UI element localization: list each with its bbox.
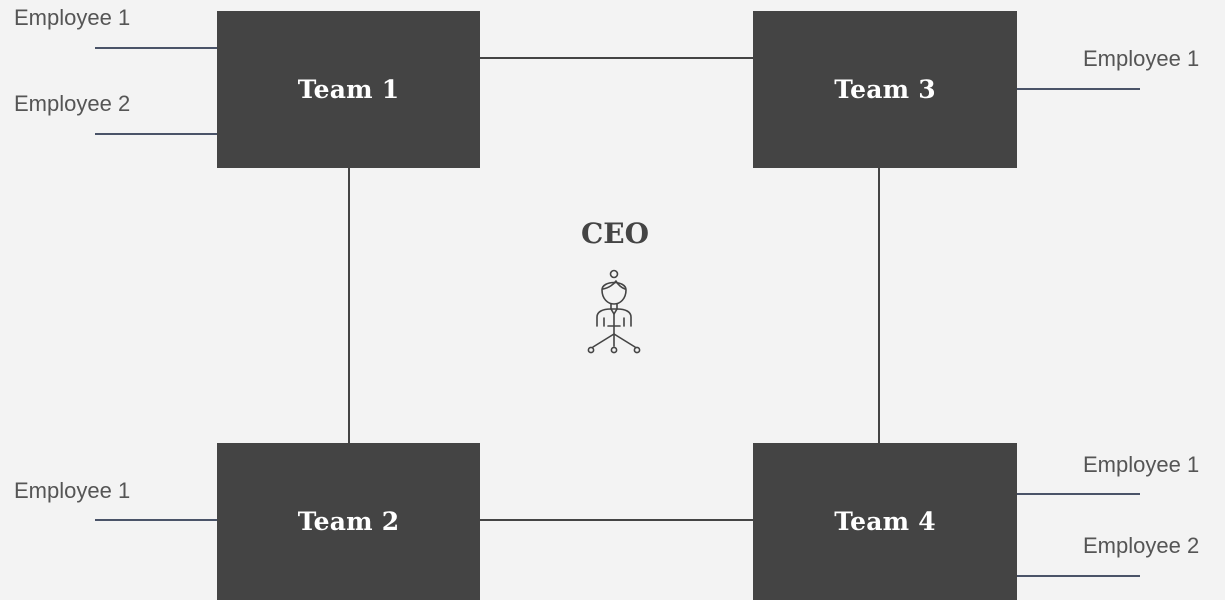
team-4-employee-1: Employee 1 bbox=[1083, 452, 1200, 477]
ceo-title: CEO bbox=[580, 217, 650, 250]
team-3-label: Team 3 bbox=[834, 75, 936, 104]
team-1-box: Team 1 bbox=[217, 11, 480, 168]
team-1-employee-1: Employee 1 bbox=[14, 5, 131, 30]
team-1-label: Team 1 bbox=[297, 75, 400, 104]
team-4-box: Team 4 bbox=[753, 443, 1017, 600]
team-4-employee-2: Employee 2 bbox=[1083, 533, 1200, 558]
team-2-box: Team 2 bbox=[217, 443, 480, 600]
team-2-employee-1: Employee 1 bbox=[14, 478, 131, 503]
team-3-box: Team 3 bbox=[753, 11, 1017, 168]
team-4-label: Team 4 bbox=[834, 507, 936, 536]
team-1-employee-2: Employee 2 bbox=[14, 91, 131, 116]
team-2-label: Team 2 bbox=[297, 507, 400, 536]
team-3-employee-1: Employee 1 bbox=[1083, 46, 1200, 71]
person-hierarchy-icon bbox=[587, 269, 641, 354]
